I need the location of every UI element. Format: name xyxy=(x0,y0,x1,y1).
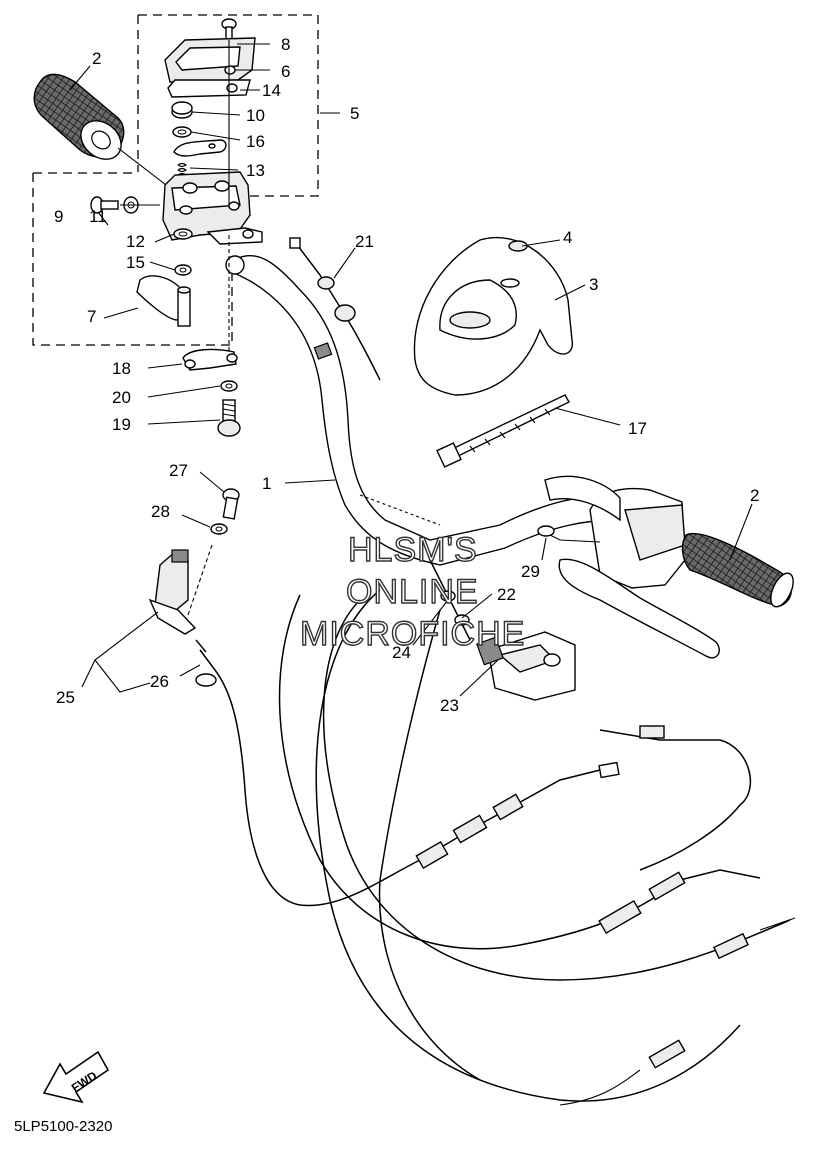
watermark-line-3: MICROFICHE xyxy=(300,615,525,653)
callout-8: 8 xyxy=(281,35,290,54)
callout-7: 7 xyxy=(87,307,96,326)
callout-13: 13 xyxy=(246,161,265,180)
callout-leaders xyxy=(69,43,753,697)
brake-lever-right xyxy=(544,475,720,659)
callout-27: 27 xyxy=(169,461,188,480)
reservoir-cap xyxy=(164,37,256,83)
callout-6: 6 xyxy=(281,62,290,81)
callout-2-left: 2 xyxy=(92,49,101,68)
callout-11: 11 xyxy=(89,207,107,226)
throttle-cable xyxy=(195,639,620,907)
callout-4: 4 xyxy=(563,228,572,247)
callout-2-right: 2 xyxy=(750,486,759,505)
callout-23: 23 xyxy=(440,696,459,715)
speedometer-cable xyxy=(378,609,751,1081)
callout-21: 21 xyxy=(355,232,374,251)
forward-arrow-icon: FWD xyxy=(42,1050,110,1104)
callout-18: 18 xyxy=(112,359,131,378)
screw xyxy=(90,196,119,214)
master-cylinder-cap-screw xyxy=(221,18,237,41)
cable-tie xyxy=(436,394,570,468)
clutch-cable xyxy=(278,594,761,950)
cable-fittings-22-24 xyxy=(429,559,471,641)
washer-15 xyxy=(174,264,192,276)
brake-lever-left xyxy=(136,275,191,327)
right-grip xyxy=(681,533,794,608)
cable-end-29 xyxy=(537,525,601,543)
watermark-line-1: HLSM'S xyxy=(348,531,478,569)
watermark-line-2: ONLINE xyxy=(346,573,479,611)
washer-20 xyxy=(220,380,238,392)
callout-29: 29 xyxy=(521,562,540,581)
handlebar-cover xyxy=(413,236,574,396)
watermark: HLSM'S ONLINE MICROFICHE xyxy=(299,530,525,653)
callout-16: 16 xyxy=(246,132,265,151)
switch-assembly xyxy=(476,631,576,701)
washer-12 xyxy=(173,228,193,240)
callout-26: 26 xyxy=(150,672,169,691)
callout-20: 20 xyxy=(112,388,131,407)
handlebar-holder xyxy=(182,348,238,371)
callout-1: 1 xyxy=(262,474,271,493)
choke-cable xyxy=(315,589,741,1106)
nut-small xyxy=(120,196,160,214)
callout-5: 5 xyxy=(350,104,359,123)
left-grip xyxy=(33,73,171,189)
callout-22: 22 xyxy=(497,585,516,604)
bolt-19 xyxy=(217,399,241,437)
callout-12: 12 xyxy=(126,232,145,251)
master-cylinder-assembly-outline xyxy=(32,14,319,346)
callout-9: 9 xyxy=(54,207,63,226)
callout-15: 15 xyxy=(126,253,145,272)
callout-14: 14 xyxy=(262,81,281,100)
callout-10: 10 xyxy=(246,106,265,125)
washer xyxy=(172,126,192,138)
lever-bracket xyxy=(173,139,227,157)
master-cylinder-body xyxy=(162,40,263,355)
callout-25: 25 xyxy=(56,688,75,707)
handlebar xyxy=(225,254,631,566)
screw-27 xyxy=(222,488,240,520)
callout-24: 24 xyxy=(392,643,411,662)
nut xyxy=(171,101,193,119)
cover-cap xyxy=(508,240,528,252)
callout-28: 28 xyxy=(151,502,170,521)
diaphragm-plate xyxy=(167,79,251,98)
document-number: 5LP5100-2320 xyxy=(14,1118,112,1135)
washer-28 xyxy=(210,523,228,535)
callout-17: 17 xyxy=(628,419,647,438)
throttle-lever xyxy=(148,544,213,635)
callout-labels: 1 2 2 3 4 5 6 7 8 9 10 11 12 13 14 15 16… xyxy=(54,35,759,715)
callout-19: 19 xyxy=(112,415,131,434)
cable-21 xyxy=(289,237,381,381)
callout-3: 3 xyxy=(589,275,598,294)
